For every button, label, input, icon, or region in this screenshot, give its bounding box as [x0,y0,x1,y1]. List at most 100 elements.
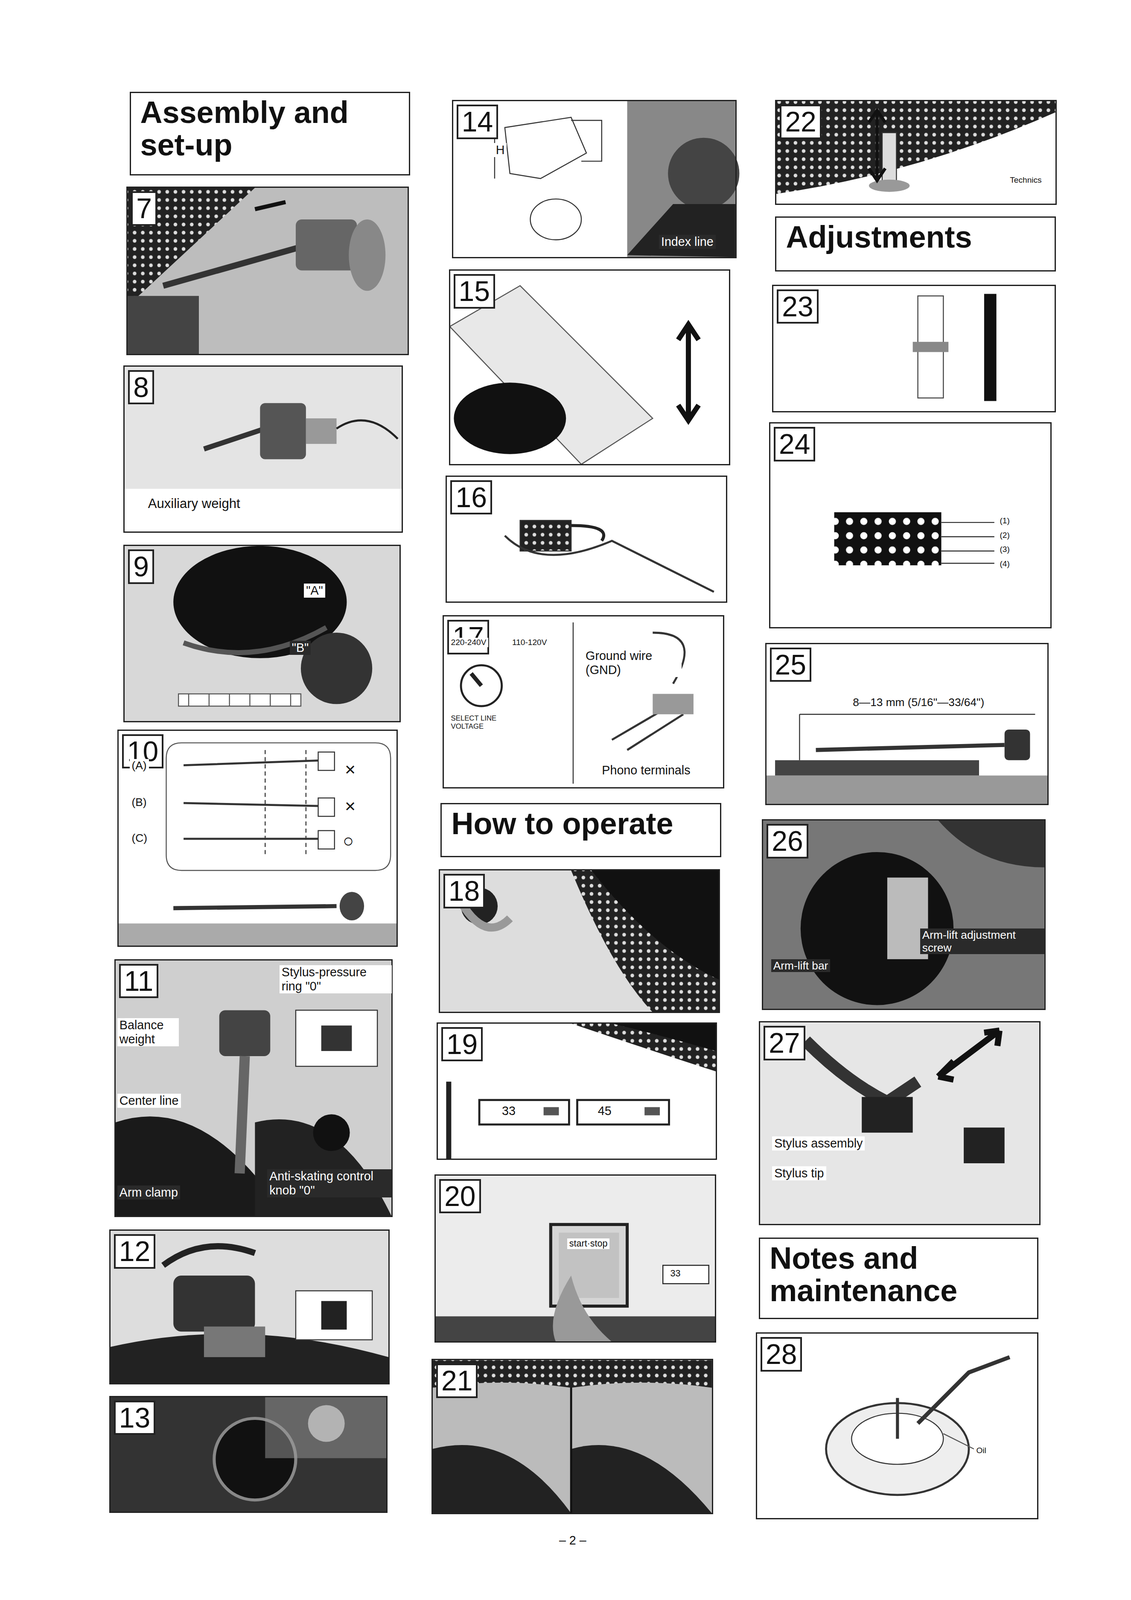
figure-number: 17 [447,619,489,655]
figure-label: 33 [499,1103,518,1118]
figure-panel: 9 [123,544,401,723]
figure-number: 28 [760,1336,802,1372]
figure-label: Arm-lift adjustment screw [920,928,1045,954]
figure-label: Auxiliary weight [145,495,243,512]
figure-label: Anti-skating control knob "0" [267,1168,392,1198]
figure-panel: 16 [445,475,728,604]
figure-label: 8—13 mm (5/16"—33/64") [850,695,987,709]
figure-label: Technics [1007,175,1044,185]
panel-26-art [762,820,1045,1009]
figure-label: Arm clamp [117,1185,181,1200]
figure-panel: 23 [772,284,1056,413]
panel-15-art [449,285,699,464]
figure-label: Arm-lift bar [771,959,831,972]
panel-11-art [115,959,392,1216]
figure-number: 25 [769,647,812,683]
figure-number: 16 [450,480,492,515]
section-heading: How to operate [440,802,721,857]
panel-12-art [110,1230,389,1384]
panel-9-art [124,545,400,722]
figure-panel: 7 [126,186,409,355]
figure-label: (A) [129,758,149,772]
section-heading: Notes and maintenance [758,1237,1039,1319]
figure-number: 8 [128,370,155,405]
figure-panel: 21 [431,1358,714,1514]
figure-number: 18 [443,873,485,909]
figure-number: 21 [436,1363,478,1398]
figure-number: 19 [441,1026,483,1062]
figure-label: (3) [997,544,1012,554]
figure-label: 110-120V [510,637,549,648]
figure-label: – 2 – [556,1533,589,1548]
figure-label: 45 [595,1103,614,1118]
figure-panel: 27 [758,1020,1041,1225]
panel-10-art [118,742,397,946]
figure-label: Stylus tip [772,1165,826,1181]
figure-number: 13 [113,1400,156,1435]
panel-17-art [460,622,694,784]
figure-number: 24 [773,426,816,462]
figure-number: 27 [763,1025,805,1061]
figure-panel: 19 [436,1022,718,1161]
figure-number: 14 [456,104,499,140]
panel-24-art [834,512,995,566]
panel-8-art [124,366,403,489]
figure-label: 33 [667,1268,683,1279]
figure-label: Center line [117,1093,181,1108]
figure-label: Stylus-pressure ring "0" [279,964,392,994]
figure-label: (C) [129,831,150,845]
figure-label: "B" [289,640,311,655]
figure-number: 20 [439,1178,481,1214]
figure-panel: 26 [761,819,1046,1010]
panel-14-art [494,101,740,258]
figure-panel: 20 [434,1174,717,1343]
figure-label: (B) [129,795,149,809]
figure-panel: 12 [109,1229,390,1385]
figure-panel: 25 [765,642,1049,805]
figure-panel: 28 [755,1332,1039,1519]
panel-7-art [127,187,409,355]
figure-panel: 22 [775,99,1057,205]
panel-16-art [504,520,715,592]
figure-label: (2) [997,530,1012,540]
figure-label: × [342,795,358,817]
figure-label: H [493,142,508,158]
figure-label: (4) [997,559,1012,569]
figure-label: start·stop [567,1238,610,1249]
panel-18-art [439,870,720,1012]
figure-label: SELECT LINE VOLTAGE [448,714,525,731]
panel-22-art [775,101,1056,195]
figure-label: Oil [973,1445,989,1455]
figure-label: ○ [340,830,356,852]
panel-23-art [912,293,997,401]
figure-number: 15 [453,274,496,309]
figure-label: Index line [658,234,716,249]
figure-label: × [342,758,358,780]
panel-28-art [826,1356,1010,1495]
panel-19-art [448,1023,716,1159]
figure-panel: 13 [109,1395,388,1513]
figure-number: 11 [119,963,159,999]
figure-label: Stylus assembly [772,1136,865,1151]
figure-label: "A" [303,583,325,598]
panel-25-art [766,714,1048,804]
figure-panel: 18 [438,868,721,1013]
figure-number: 23 [776,289,819,324]
figure-label: 220-240V [448,637,489,648]
heading-text: Assembly and set-up [140,96,400,161]
heading-text: Notes and maintenance [769,1241,1028,1307]
figure-number: 9 [128,549,155,584]
heading-text: Adjustments [785,221,1045,254]
section-heading: Adjustments [775,216,1056,272]
panel-21-art [432,1359,712,1513]
figure-label: Phono terminals [599,763,693,778]
figure-number: 26 [766,823,808,859]
figure-number: 7 [131,191,158,226]
figure-label: Ground wire (GND) [583,648,682,677]
figure-label: Balance weight [117,1017,179,1047]
figure-number: 12 [113,1233,156,1269]
panel-27-art [759,1022,1040,1225]
heading-text: How to operate [451,807,711,840]
figure-panel: 15 [448,269,731,466]
